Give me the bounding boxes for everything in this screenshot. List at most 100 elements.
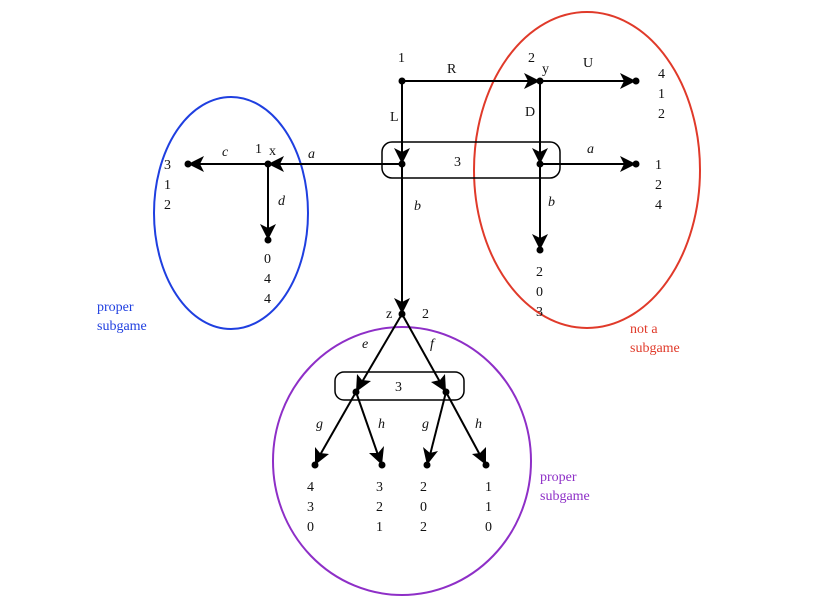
terminal-a-right [632,160,640,168]
payoff-c-1: 3 [164,158,171,173]
bottom-information-set [334,371,465,401]
node-bottom-left-3 [352,388,360,396]
payoff-h1: 3 2 1 [376,480,383,535]
payoff-h2-1: 1 [485,480,492,495]
red-subgame-label-line2: subgame [630,341,680,356]
edge-g1 [319,391,357,456]
top-information-set [381,141,561,179]
node-root [398,77,406,85]
action-h1: h [378,417,385,432]
payoff-d-3: 4 [264,292,271,307]
action-c: c [222,145,229,160]
arrow-b-left [394,298,410,314]
edge-h1 [355,391,379,456]
node-bottom-right-3 [442,388,450,396]
payoff-a-right: 1 2 4 [655,158,662,213]
bottom-infoset-player: 3 [395,380,402,395]
arrow-b-right [532,234,548,250]
action-a-right: a [587,142,594,157]
payoff-c-2: 1 [164,178,171,193]
action-U: U [583,56,593,71]
edge-g2 [429,391,447,456]
action-g1: g [316,417,323,432]
edge-h2 [445,391,481,456]
payoff-b-right-3: 3 [536,305,543,320]
action-D: D [525,105,535,120]
payoff-g2-3: 2 [420,520,427,535]
terminal-d [264,236,272,244]
payoff-d: 0 4 4 [264,252,271,307]
action-L: L [390,110,399,125]
payoff-h2-2: 1 [485,500,492,515]
action-h2: h [475,417,482,432]
arrow-d [260,224,276,240]
x-player-label: 1 [255,142,262,157]
payoff-a-right-1: 1 [655,158,662,173]
arrow-f [431,374,446,392]
payoff-h1-1: 3 [376,480,383,495]
arrow-D [532,148,548,164]
arrow-g2 [423,447,438,465]
payoff-U-1: 4 [658,67,665,82]
payoff-a-right-3: 4 [655,198,662,213]
blue-subgame-label-line1: proper [97,300,134,315]
edge-f [401,313,441,383]
arrow-g1 [315,447,329,465]
root-player-label: 1 [398,51,405,66]
node-top-right-3 [536,160,544,168]
node-top-left-3 [398,160,406,168]
purple-subgame-label-line2: subgame [540,489,590,504]
arrow-a-left [268,156,284,172]
payoff-d-2: 4 [264,272,271,287]
blue-subgame-ellipse [153,96,309,330]
action-d: d [278,194,286,209]
payoff-h1-2: 2 [376,500,383,515]
payoff-b-right-1: 2 [536,265,543,280]
payoff-g1-2: 3 [307,500,314,515]
action-e: e [362,337,368,352]
x-node-name: x [269,144,276,159]
arrow-a-right [620,156,636,172]
arrow-h2 [472,447,486,465]
terminal-b-right [536,246,544,254]
node-y [536,77,544,85]
terminal-c [184,160,192,168]
y-node-name: y [542,62,549,77]
payoff-U-2: 1 [658,87,665,102]
blue-subgame-label-line2: subgame [97,319,147,334]
terminal-U [632,77,640,85]
payoff-g1: 4 3 0 [307,480,314,535]
payoff-b-right-2: 0 [536,285,543,300]
payoff-h2: 1 1 0 [485,480,492,535]
purple-subgame-ellipse [272,326,532,596]
payoff-b-right: 2 0 3 [536,265,543,320]
payoff-h2-3: 0 [485,520,492,535]
arrow-e [356,374,371,392]
payoff-g1-3: 0 [307,520,314,535]
payoff-g2-2: 0 [420,500,427,515]
top-infoset-player: 3 [454,155,461,170]
arrow-L [394,148,410,164]
payoff-g1-1: 4 [307,480,314,495]
arrow-c [188,156,204,172]
node-x [264,160,272,168]
terminal-g2 [423,461,431,469]
node-z [398,310,406,318]
edges [188,73,636,465]
arrow-U [620,73,636,89]
payoff-U-3: 2 [658,107,665,122]
terminal-h1 [378,461,386,469]
z-node-name: z [386,307,392,322]
payoff-c-3: 2 [164,198,171,213]
payoff-h1-3: 1 [376,520,383,535]
nodes [184,77,640,469]
payoff-g2: 2 0 2 [420,480,427,535]
action-f: f [430,337,436,352]
arrow-R [524,73,540,89]
action-b-left: b [414,199,421,214]
purple-subgame-label-line1: proper [540,470,577,485]
red-subgame-label-line1: not a [630,322,658,337]
payoff-g2-1: 2 [420,480,427,495]
arrow-h1 [369,446,384,465]
